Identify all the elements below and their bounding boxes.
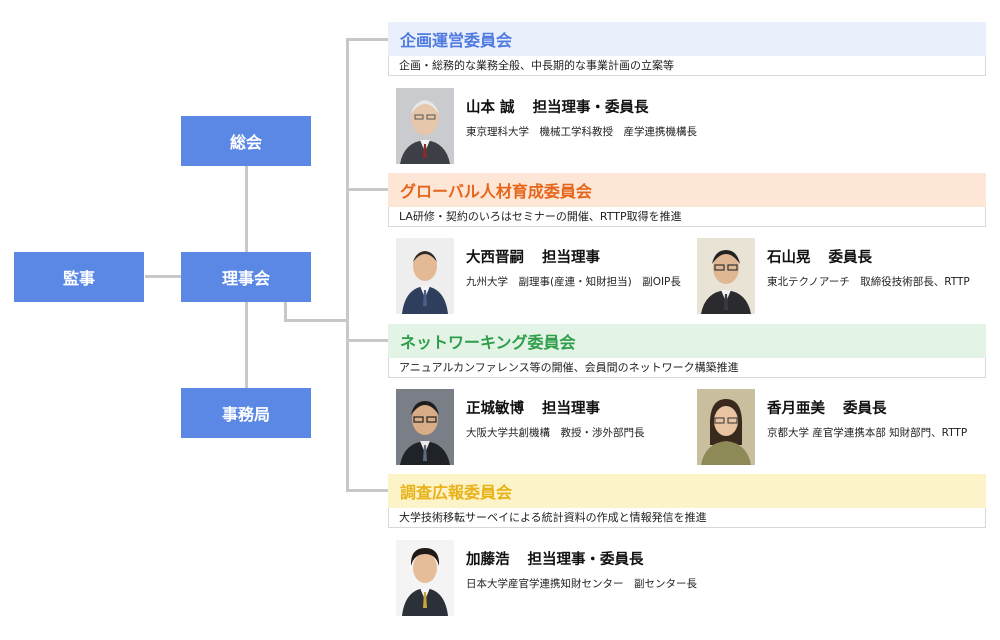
connector-soukai-rijikai <box>245 166 248 252</box>
photo-kato <box>396 540 454 616</box>
committee-description-chousa: 大学技術移転サーベイによる統計資料の作成と情報発信を推進 <box>388 508 986 528</box>
member-role: 委員長 <box>843 401 887 417</box>
member-role: 担当理事・委員長 <box>527 552 644 568</box>
committee-description-kikaku: 企画・総務的な業務全般、中長期的な事業計画の立案等 <box>388 56 986 76</box>
photo-masaki <box>396 389 454 465</box>
branch-global <box>346 188 388 191</box>
rijikai-box: 理事会 <box>181 252 311 302</box>
member-card-masaki: 正城敏博 担当理事 大阪大学共創機構 教授・渉外部門長 <box>396 389 692 465</box>
member-card-onishi: 大西晋嗣 担当理事 九州大学 副理事(産連・知財担当) 副OIP長 <box>396 238 692 314</box>
connector-rijikai-jimukyoku <box>245 302 248 388</box>
member-name: 香月亜美 <box>767 401 825 417</box>
member-name: 山本 誠 <box>466 100 515 116</box>
member-affiliation: 九州大学 副理事(産連・知財担当) 副OIP長 <box>466 276 681 288</box>
photo-yamamoto <box>396 88 454 164</box>
member-name: 加藤浩 <box>466 552 510 568</box>
member-name: 正城敏博 <box>466 401 524 417</box>
committee-header-kikaku: 企画運営委員会 <box>388 22 986 56</box>
member-name-line: 香月亜美 委員長 <box>767 397 887 418</box>
soukai-box: 総会 <box>181 116 311 166</box>
connector-kanji-rijikai <box>145 275 181 278</box>
member-role: 委員長 <box>828 250 873 266</box>
kanji-box: 監事 <box>14 252 144 302</box>
connector-rijikai-trunk <box>284 319 349 322</box>
member-role: 担当理事 <box>542 401 600 417</box>
member-name-line: 正城敏博 担当理事 <box>466 397 600 418</box>
member-name-line: 大西晋嗣 担当理事 <box>466 246 600 267</box>
member-card-ishiyama: 石山晃 委員長 東北テクノアーチ 取締役技術部長、RTTP <box>697 238 997 314</box>
connector-rijikai-down <box>284 302 287 322</box>
member-name-line: 石山晃 委員長 <box>767 246 872 267</box>
member-role: 担当理事 <box>542 250 600 266</box>
member-affiliation: 大阪大学共創機構 教授・渉外部門長 <box>466 427 645 439</box>
branch-kikaku <box>346 38 388 41</box>
committee-header-global: グローバル人材育成委員会 <box>388 173 986 207</box>
member-affiliation: 京都大学 産官学連携本部 知財部門、RTTP <box>767 427 968 439</box>
member-role: 担当理事・委員長 <box>532 100 649 116</box>
branch-network <box>346 339 388 342</box>
committee-header-chousa: 調査広報委員会 <box>388 474 986 508</box>
photo-onishi <box>396 238 454 314</box>
jimukyoku-box: 事務局 <box>181 388 311 438</box>
member-name: 石山晃 <box>767 250 811 266</box>
member-card-yamamoto: 山本 誠 担当理事・委員長 東京理科大学 機械工学科教授 産学連携機構長 <box>396 88 796 164</box>
member-card-kato: 加藤浩 担当理事・委員長 日本大学産官学連携知財センター 副センター長 <box>396 540 796 616</box>
member-affiliation: 東京理科大学 機械工学科教授 産学連携機構長 <box>466 126 697 138</box>
member-name-line: 加藤浩 担当理事・委員長 <box>466 548 644 569</box>
member-affiliation: 東北テクノアーチ 取締役技術部長、RTTP <box>767 276 970 288</box>
member-affiliation: 日本大学産官学連携知財センター 副センター長 <box>466 578 697 590</box>
committee-header-network: ネットワーキング委員会 <box>388 324 986 358</box>
member-name: 大西晋嗣 <box>466 250 524 266</box>
photo-ishiyama <box>697 238 755 314</box>
committee-trunk-line <box>346 38 349 492</box>
committee-description-network: アニュアルカンファレンス等の開催、会員間のネットワーク構築推進 <box>388 358 986 378</box>
member-card-katsuki: 香月亜美 委員長 京都大学 産官学連携本部 知財部門、RTTP <box>697 389 997 465</box>
member-name-line: 山本 誠 担当理事・委員長 <box>466 96 649 117</box>
branch-chousa <box>346 489 388 492</box>
photo-katsuki <box>697 389 755 465</box>
committee-description-global: LA研修・契約のいろはセミナーの開催、RTTP取得を推進 <box>388 207 986 227</box>
